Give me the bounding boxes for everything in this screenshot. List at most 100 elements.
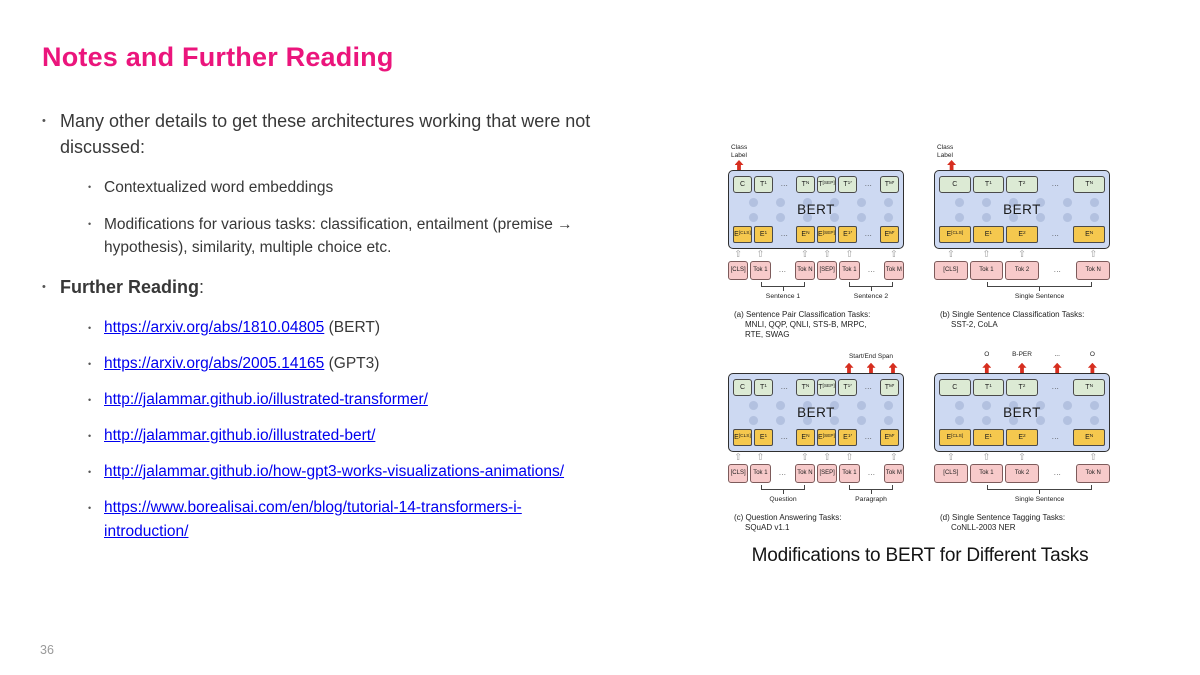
input-arrows-row: ⇧⇧⇧⇧: [934, 451, 1110, 463]
token-box: [SEP]: [817, 463, 838, 483]
figure-cell: ⇧: [817, 250, 837, 260]
figure-cell: ...: [1041, 261, 1075, 280]
subbullet-text: Modifications for various tasks: classif…: [104, 216, 573, 256]
subbullet-contextualized-embeddings: • Contextualized word embeddings: [88, 176, 692, 199]
token-box: Tok N: [794, 261, 815, 280]
input-arrows-row: ⇧⇧⇧⇧⇧⇧: [728, 451, 904, 463]
figure-cell: C: [939, 378, 971, 396]
figure-cell: ⇧: [750, 250, 770, 260]
figure-cell: ⇧: [970, 250, 1004, 260]
figure-cell: ...: [1040, 429, 1072, 446]
bullet-architecture-details: • Many other details to get these archit…: [42, 108, 692, 160]
bracket-shape: [761, 282, 805, 287]
embedding-box: E[CLS]: [939, 428, 971, 446]
list-item: • http://jalammar.github.io/illustrated-…: [88, 388, 692, 412]
link-borealis-tutorial[interactable]: https://www.borealisai.com/en/blog/tutor…: [104, 499, 522, 540]
ellipsis-text: ...: [780, 181, 789, 188]
link-illustrated-transformer[interactable]: http://jalammar.github.io/illustrated-tr…: [104, 391, 428, 408]
figure-cell: ...: [775, 176, 794, 193]
figure-cell: Tok M: [883, 463, 904, 483]
input-arrow-icon: ⇧: [823, 249, 832, 260]
panel-caption-line: (a) Sentence Pair Classification Tasks:: [734, 310, 871, 319]
figure-cell: ...: [859, 226, 878, 243]
ellipsis-text: ...: [1051, 383, 1060, 391]
bert-label: BERT: [797, 404, 835, 420]
bracket-stem: [870, 489, 872, 494]
input-arrows-row: ⇧⇧⇧⇧⇧⇧: [728, 250, 904, 260]
figure-cell: [CLS]: [728, 463, 749, 483]
panel-top-labels: Class Label: [728, 144, 904, 171]
class-label-text: Class Label: [937, 144, 954, 159]
link-gpt3-paper[interactable]: https://arxiv.org/abs/2005.14165: [104, 355, 325, 372]
figure-cell: ...: [862, 464, 882, 483]
link-how-gpt3-works[interactable]: http://jalammar.github.io/how-gpt3-works…: [104, 463, 565, 480]
figure-cell: ⇧: [795, 250, 815, 260]
figure-cell: ...: [1041, 464, 1075, 483]
ellipsis-text: ...: [1053, 267, 1062, 274]
figure-cell: E[CLS]: [939, 428, 971, 446]
input-arrow-icon: ⇧: [1018, 249, 1026, 260]
output-arrow-icon: [866, 362, 876, 374]
ellipsis-text: ...: [1051, 181, 1060, 188]
bullet-icon: •: [42, 115, 46, 127]
subbullet-task-modifications: • Modifications for various tasks: class…: [88, 213, 692, 259]
group-bracket: Paragraph: [849, 484, 893, 503]
input-arrow-icon: ⇧: [1089, 451, 1098, 463]
figure-cell: [CLS]: [728, 261, 749, 280]
output-box: C: [939, 176, 971, 193]
group-label: Single Sentence: [1014, 495, 1065, 503]
input-arrow-icon: ⇧: [889, 451, 898, 463]
token-box: [CLS]: [934, 463, 968, 483]
figure-cell: E[SEP]: [817, 428, 836, 446]
figure-cell: Tok N: [794, 261, 815, 280]
panel-caption: (a) Sentence Pair Classification Tasks:M…: [728, 310, 904, 341]
bullet-further-reading: • Further Reading:: [42, 274, 692, 300]
link-bert-paper[interactable]: https://arxiv.org/abs/1810.04805: [104, 319, 325, 336]
link-illustrated-bert[interactable]: http://jalammar.github.io/illustrated-be…: [104, 427, 376, 444]
figure-cell: ...: [859, 379, 878, 396]
figure-cell: ⇧: [1005, 250, 1039, 260]
token-box: Tok M: [883, 261, 904, 280]
group-label: Sentence 1: [765, 293, 801, 300]
figure-cell: Tok 1: [839, 463, 860, 483]
bracket-stem: [1039, 287, 1041, 291]
figure-cell: [1041, 453, 1075, 463]
panel-caption-line: RTE, SWAG: [745, 330, 790, 340]
links-list: • https://arxiv.org/abs/1810.04805 (BERT…: [42, 316, 692, 544]
figure-cell: Tok N: [1076, 261, 1110, 280]
token-box: [SEP]: [817, 261, 838, 280]
token-box: Tok 1: [839, 463, 860, 483]
output-arrow-icon: [1017, 362, 1027, 374]
group-bracket: Sentence 1: [761, 282, 805, 300]
output-arrow-icon: [888, 362, 898, 374]
figure-cell: ...: [773, 464, 793, 483]
figure-cell: ⇧: [934, 452, 968, 463]
figure-cell: ⇧: [750, 452, 770, 463]
bracket-stem: [782, 489, 784, 494]
ellipsis-text: ...: [1051, 231, 1060, 238]
input-arrow-icon: ⇧: [734, 451, 743, 463]
